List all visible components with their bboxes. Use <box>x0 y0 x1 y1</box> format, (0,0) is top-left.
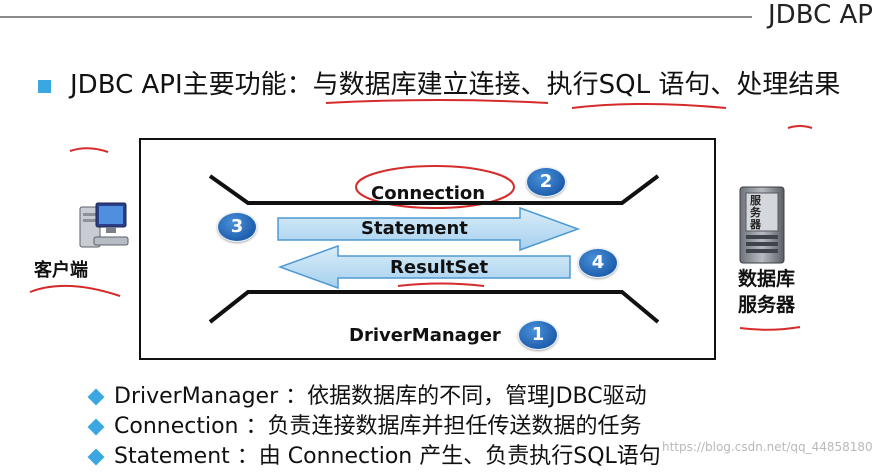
diagram-frame <box>139 138 716 360</box>
underline-5 <box>29 284 121 297</box>
pipe-top-line <box>208 174 660 205</box>
underline-6 <box>739 326 801 331</box>
page-title: JDBC AP <box>768 0 873 30</box>
database-server-icon <box>739 186 785 264</box>
server-box-text: 服务器 <box>750 194 761 231</box>
badge-statement: 3 <box>217 212 257 242</box>
underline-2 <box>571 103 727 109</box>
badge-drivermanager: 1 <box>518 320 558 350</box>
underline-4 <box>69 147 109 153</box>
underline-3 <box>787 125 813 129</box>
drivermanager-label: DriverManager <box>349 325 501 346</box>
statement-arrow <box>277 206 581 252</box>
resultset-scribble <box>397 282 485 287</box>
description-text: DriverManager ：依据数据库的不同，管理JDBC驱动 <box>114 384 647 409</box>
bullet-square-icon <box>38 80 51 93</box>
resultset-label: ResultSet <box>390 257 489 278</box>
client-label: 客户端 <box>34 260 88 281</box>
client-computer-icon <box>79 202 129 248</box>
connection-label: Connection <box>371 183 486 204</box>
statement-label: Statement <box>361 218 468 239</box>
watermark: https://blog.csdn.net/qq_44858180 <box>662 440 873 454</box>
server-label: 数据库服务器 <box>738 268 796 316</box>
badge-resultset: 4 <box>578 248 618 278</box>
badge-connection: 2 <box>526 167 566 197</box>
resultset-arrow <box>277 244 571 290</box>
description-text: Connection ：负责连接数据库并担任传送数据的任务 <box>114 414 642 439</box>
pipe-bottom-line <box>208 290 660 324</box>
description-text: Statement ：由 Connection 产生、负责执行SQL语句 <box>114 444 661 469</box>
title-rule <box>0 16 752 18</box>
connection-circle <box>355 165 515 209</box>
main-bullet-text: JDBC API主要功能：与数据库建立连接、执行SQL 语句、处理结果 <box>70 70 841 100</box>
underline-1 <box>325 99 549 104</box>
